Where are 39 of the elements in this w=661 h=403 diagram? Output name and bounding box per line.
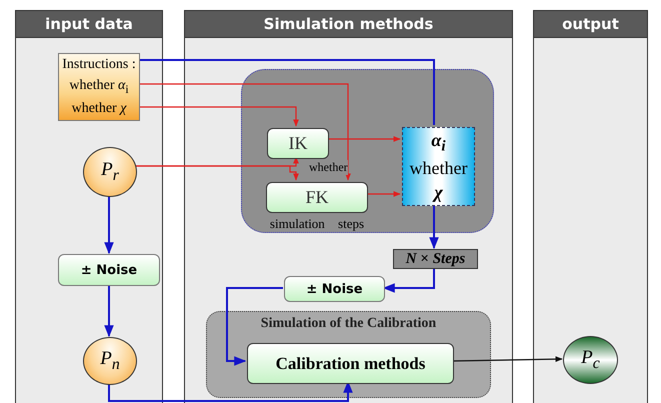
arrow (104, 196, 114, 254)
arrow (226, 287, 283, 366)
arrow (104, 285, 114, 338)
instruction-text: whether α$_{i}$ (69, 78, 129, 96)
result-box (402, 127, 475, 206)
column-header: output (534, 11, 647, 38)
arrow (366, 191, 401, 197)
arrow (139, 83, 351, 181)
instruction-text: Instructions : (62, 56, 136, 73)
kinematics-group (241, 69, 494, 233)
column-header: Simulation methods (185, 11, 512, 38)
noise-box: ± Noise (58, 254, 160, 286)
side-label: simulation steps (268, 216, 366, 232)
parameter-circle: P$_{r}$ (83, 147, 137, 197)
steps-box: N × Steps (393, 249, 478, 269)
process-box: IK (267, 128, 329, 159)
parameter-circle: P$_{c}$ (563, 336, 618, 384)
result-label: whether (410, 158, 468, 180)
column-panel (184, 10, 513, 403)
column-panel (15, 10, 163, 403)
instruction-box (58, 53, 140, 121)
parameter-circle: P$_{n}$ (83, 337, 137, 385)
noise-box: ± Noise (284, 276, 385, 302)
side-label: whether (309, 160, 348, 175)
process-box: FK (266, 182, 368, 213)
arrow (452, 356, 563, 362)
instruction-text: whether χ (72, 101, 126, 118)
group-title: Simulation of the Calibration (260, 316, 438, 332)
result-label: α$_{i}$ (431, 130, 446, 156)
process-box: Calibration methods (247, 343, 454, 384)
arrow (135, 165, 299, 181)
column-header: input data (16, 11, 162, 38)
calibration-group (206, 311, 491, 398)
arrow (382, 268, 435, 293)
column-panel (533, 10, 648, 403)
arrow (139, 106, 299, 127)
result-label: χ (434, 182, 443, 204)
arrow (327, 136, 401, 142)
arrow (429, 204, 439, 250)
